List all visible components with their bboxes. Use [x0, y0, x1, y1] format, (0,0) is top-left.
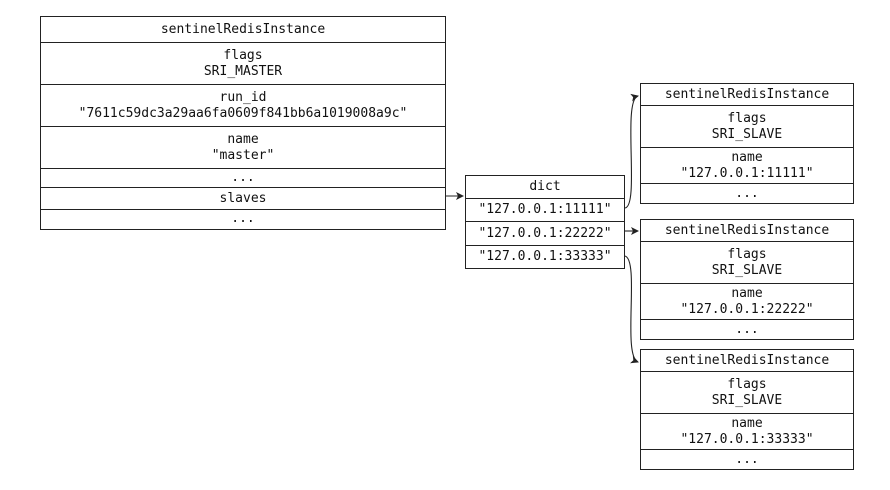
- slave2-ellipsis: ...: [735, 321, 759, 337]
- slave3-title-row: sentinelRedisInstance: [641, 350, 853, 371]
- slave-instance-box-1: sentinelRedisInstance flags SRI_SLAVE na…: [640, 83, 854, 204]
- dict-key-1: "127.0.0.1:11111": [478, 202, 612, 217]
- slave2-title-row: sentinelRedisInstance: [641, 220, 853, 241]
- arrow-key3-to-slave3: [624, 255, 639, 364]
- slave3-ellipsis: ...: [735, 451, 759, 467]
- slave2-name-value: "127.0.0.1:22222": [680, 301, 814, 317]
- slave1-flags-row: flags SRI_SLAVE: [641, 105, 853, 147]
- slave3-flags-label: flags: [727, 376, 767, 392]
- slave3-flags-row: flags SRI_SLAVE: [641, 371, 853, 413]
- dict-title-row: dict: [466, 176, 624, 198]
- slave3-ellipsis-row: ...: [641, 449, 853, 469]
- slave1-name-row: name "127.0.0.1:11111": [641, 147, 853, 183]
- master-flags-label: flags: [223, 47, 263, 63]
- slave2-flags-value: SRI_SLAVE: [711, 262, 783, 278]
- slave3-name-row: name "127.0.0.1:33333": [641, 413, 853, 449]
- dict-title: dict: [529, 179, 561, 194]
- master-run-id-value: "7611c59dc3a29aa6fa0609f841bb6a1019008a9…: [78, 105, 408, 121]
- dict-key-row-1: "127.0.0.1:11111": [466, 198, 624, 221]
- master-name-label: name: [227, 131, 259, 147]
- master-slaves-row: slaves: [41, 187, 445, 209]
- dict-key-row-2: "127.0.0.1:22222": [466, 221, 624, 245]
- slave2-flags-row: flags SRI_SLAVE: [641, 241, 853, 283]
- slave2-ellipsis-row: ...: [641, 319, 853, 339]
- slave2-title: sentinelRedisInstance: [664, 222, 830, 238]
- slave1-flags-label: flags: [727, 110, 767, 126]
- slave2-name-row: name "127.0.0.1:22222": [641, 283, 853, 319]
- dict-box: dict "127.0.0.1:11111" "127.0.0.1:22222"…: [465, 175, 625, 269]
- master-title: sentinelRedisInstance: [160, 21, 326, 37]
- master-name-row: name "master": [41, 126, 445, 168]
- dict-key-row-3: "127.0.0.1:33333": [466, 245, 624, 268]
- slave3-name-label: name: [731, 415, 763, 431]
- slave2-name-label: name: [731, 285, 763, 301]
- master-flags-row: flags SRI_MASTER: [41, 42, 445, 84]
- master-run-id-row: run_id "7611c59dc3a29aa6fa0609f841bb6a10…: [41, 84, 445, 126]
- slave-instance-box-2: sentinelRedisInstance flags SRI_SLAVE na…: [640, 219, 854, 340]
- master-title-row: sentinelRedisInstance: [41, 17, 445, 42]
- master-slaves-label: slaves: [219, 190, 267, 206]
- slave1-flags-value: SRI_SLAVE: [711, 126, 783, 142]
- slave1-name-value: "127.0.0.1:11111": [680, 165, 814, 181]
- master-flags-value: SRI_MASTER: [203, 63, 283, 79]
- slave3-flags-value: SRI_SLAVE: [711, 392, 783, 408]
- master-name-value: "master": [211, 147, 275, 163]
- dict-key-3: "127.0.0.1:33333": [478, 249, 612, 264]
- master-ellipsis-2: ...: [231, 211, 255, 226]
- master-ellipsis-row-2: ...: [41, 209, 445, 228]
- slave-instance-box-3: sentinelRedisInstance flags SRI_SLAVE na…: [640, 349, 854, 470]
- master-run-id-label: run_id: [219, 89, 267, 105]
- slave1-ellipsis-row: ...: [641, 183, 853, 203]
- master-ellipsis-1: ...: [231, 170, 255, 185]
- slave3-title: sentinelRedisInstance: [664, 352, 830, 368]
- master-instance-box: sentinelRedisInstance flags SRI_MASTER r…: [40, 16, 446, 230]
- slave2-flags-label: flags: [727, 246, 767, 262]
- slave1-title-row: sentinelRedisInstance: [641, 84, 853, 105]
- arrow-key1-to-slave1: [624, 93, 639, 209]
- master-ellipsis-row-1: ...: [41, 168, 445, 187]
- slave1-name-label: name: [731, 149, 763, 165]
- slave1-title: sentinelRedisInstance: [664, 86, 830, 102]
- slave3-name-value: "127.0.0.1:33333": [680, 431, 814, 447]
- slave1-ellipsis: ...: [735, 185, 759, 201]
- dict-key-2: "127.0.0.1:22222": [478, 225, 612, 241]
